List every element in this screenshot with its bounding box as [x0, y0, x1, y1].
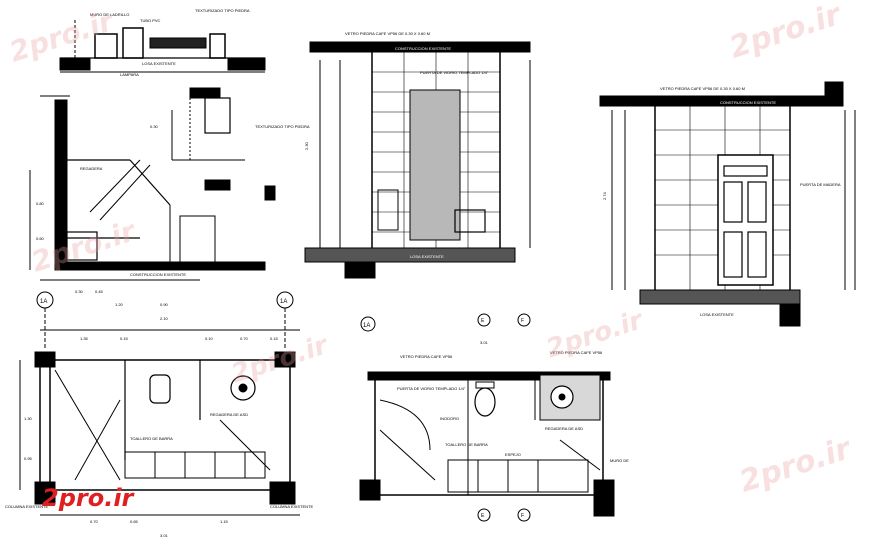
dim-bottom-total: 3.01 — [160, 533, 169, 538]
svg-text:0.30: 0.30 — [150, 124, 159, 129]
dim-left-1: 0.80 — [36, 201, 45, 206]
elevation-center: 2.30 VETRO PIEDRA CAFE VP56 DE 0.30 X 0.… — [304, 31, 531, 279]
brand-logo: 2pro.ir — [42, 484, 134, 512]
label-vetro-elev: VETRO PIEDRA CAFE VP56 DE 0.30 X 0.60 M — [345, 31, 430, 36]
label-shower-plan: REGADERA DE ASD — [210, 412, 248, 417]
label-towel-center: TOALLERO DE BARRA — [445, 442, 488, 447]
axis-bottom-f: F — [521, 513, 524, 519]
label-glass-elev: PUERTA DE VIDRIO TEMPLADO 1/4" — [420, 70, 489, 75]
label-tile: TEXTURIZADO TIPO PIEDRA — [195, 8, 250, 13]
plan-wall-bottom — [54, 261, 266, 271]
dim-top-total: 2.10 — [160, 316, 169, 321]
dim-bottom-3: 1.20 — [115, 302, 124, 307]
dim-bottom-4: 0.90 — [160, 302, 169, 307]
lamp-detail: TEXTURIZADO TIPO PIEDRA 0.30 — [150, 87, 310, 201]
label-door-center: PUERTA DE VIDRIO TEMPLADO 1/4" — [397, 386, 466, 391]
elev-door — [717, 154, 774, 286]
elev-glass-panel — [409, 89, 461, 241]
plan-left: 1A 1A 2.10 1.35 0.15 0.10 0.70 0.15 — [5, 291, 313, 538]
plan-center: 1A E F E F 3.01 PUERTA DE VIDRIO TEMPLAD… — [359, 313, 629, 522]
dim-bottom-2: 0.45 — [95, 289, 104, 294]
label-ceiling-right: CONSTRUCCION EXISTENTE — [720, 100, 776, 105]
label-skirt: TEXTURIZADO TIPO PIEDRA — [255, 124, 310, 129]
elev-right-floor — [639, 289, 801, 305]
dim-top-4: 0.70 — [240, 336, 249, 341]
elev-height-total: 2.30 — [304, 141, 309, 150]
plan-wall-left — [54, 99, 68, 269]
axis-top-f: F — [521, 318, 524, 324]
label-ceiling-elev: CONSTRUCCION EXISTENTE — [395, 46, 451, 51]
label-sink-plan: TOALLERO DE BARRA — [130, 436, 173, 441]
label-toilet-center: INODORO — [440, 416, 459, 421]
dim-top-2: 0.15 — [120, 336, 129, 341]
dim-bottom-1: 0.30 — [75, 289, 84, 294]
label-mirror-center: ESPEJO — [505, 452, 521, 457]
label-floor: LOSA EXISTENTE — [142, 61, 176, 66]
axis-bottom-e: E — [481, 513, 485, 519]
label-slab-elev: LOSA EXISTENTE — [410, 254, 444, 259]
dim-left-b: 0.95 — [24, 456, 33, 461]
label-vetro-center-2: VETRO PIEDRA CAFE VP56 — [550, 350, 603, 355]
wall-hatch-right — [227, 57, 266, 71]
dim-left-2: 0.60 — [36, 236, 45, 241]
axis-center-1a: 1A — [363, 323, 370, 329]
label-right-wall: COLUMNA EXISTENTE — [270, 504, 313, 509]
dim-left-a: 1.30 — [24, 416, 33, 421]
wall-hatch-left — [59, 57, 91, 71]
label-shower-center: REGADERA DE ASD — [545, 426, 583, 431]
label-pipe: TUBO PVC — [140, 18, 161, 23]
label-construction: CONSTRUCCION EXISTENTE — [130, 272, 186, 277]
label-shower-top: REGADERA — [80, 166, 103, 171]
elevation-right: 2.74 VETRO PIEDRA CAFE VP56 DE 0.30 X 0.… — [599, 81, 856, 327]
label-wall-center: MURO DE — [610, 458, 629, 463]
label-lamp: LAMPARA — [120, 72, 139, 77]
axis-top-e: E — [481, 318, 485, 324]
dim-top-5: 0.15 — [270, 336, 279, 341]
axis-right-1a: 1A — [280, 299, 287, 305]
elev-ceiling-slab — [309, 41, 531, 53]
label-slab-right: LOSA EXISTENTE — [700, 312, 734, 317]
label-vetro-center-1: VETRO PIEDRA CAFE VP56 — [400, 354, 453, 359]
detail-section: MURO DE LADRILLO TUBO PVC TEXTURIZADO TI… — [59, 8, 266, 77]
axis-left-1a: 1A — [40, 299, 47, 305]
label-left-wall: COLUMNA EXISTENTE — [5, 504, 48, 509]
elev-floor-slab — [304, 247, 516, 263]
dim-top-3: 0.10 — [205, 336, 214, 341]
label-door-right: PUERTA DE MADERA — [800, 182, 841, 187]
label-vetro-right: VETRO PIEDRA CAFE VP56 DE 0.30 X 0.60 M — [660, 86, 745, 91]
dim-bottom-c: 1.15 — [220, 519, 229, 524]
dim-bottom-b: 0.65 — [130, 519, 139, 524]
dim-top-center: 3.01 — [480, 340, 489, 345]
label-wall: MURO DE LADRILLO — [90, 12, 129, 17]
dim-top-1: 1.35 — [80, 336, 89, 341]
elev-right-height: 2.74 — [602, 191, 607, 200]
plan-top-left: 0.30 0.45 1.20 0.90 0.80 0.60 CONSTRUCCI… — [29, 95, 266, 307]
dim-bottom-a: 0.70 — [90, 519, 99, 524]
